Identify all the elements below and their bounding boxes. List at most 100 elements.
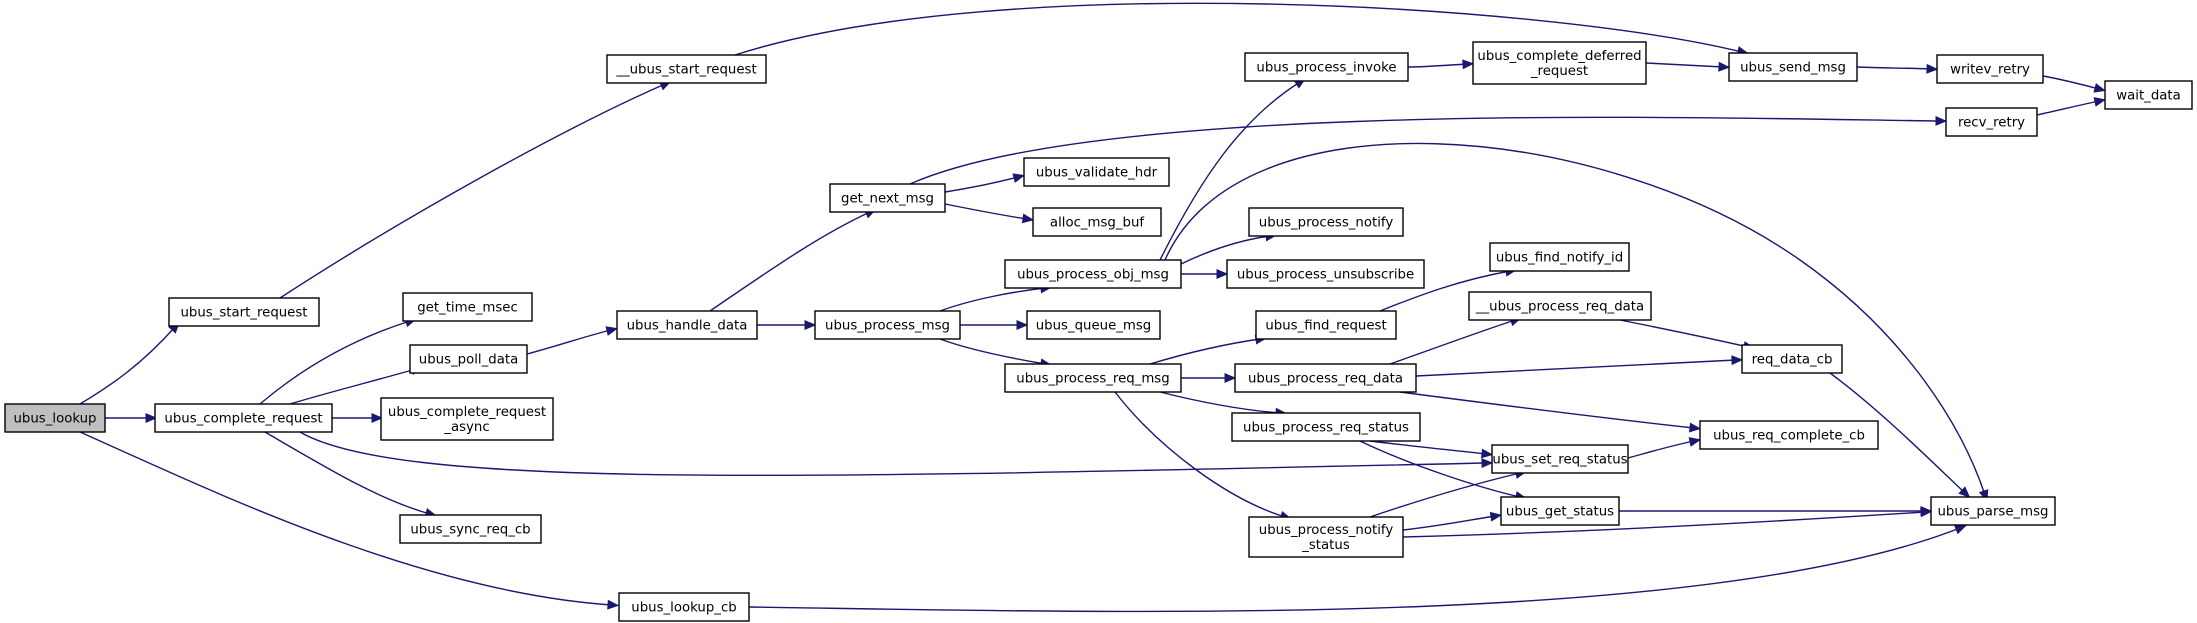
node-box bbox=[606, 54, 767, 84]
edge-line bbox=[939, 287, 1046, 312]
node-box bbox=[1226, 259, 1425, 289]
node-ubus-complete-request[interactable]: ubus_complete_request bbox=[154, 403, 333, 433]
node-label: get_next_msg bbox=[841, 192, 934, 207]
node-ubus-process-notify[interactable]: ubus_process_notify bbox=[1248, 207, 1404, 237]
node-label: req_data_cb bbox=[1752, 353, 1833, 368]
node-ubus-complete-deferred-request[interactable]: ubus_complete_deferred_request bbox=[1472, 41, 1647, 85]
edge-arrowhead bbox=[2093, 97, 2107, 107]
node-ubus-find-notify-id[interactable]: ubus_find_notify_id bbox=[1489, 242, 1630, 272]
node-ubus-req-complete-cb[interactable]: ubus_req_complete_cb bbox=[1699, 420, 1879, 450]
node-ubus-process-unsubscribe[interactable]: ubus_process_unsubscribe bbox=[1226, 259, 1425, 289]
edge-ubus_process_req_msg-to-ubus_find_request bbox=[1149, 334, 1268, 365]
edge-line bbox=[1369, 472, 1521, 518]
edge-__ubus_process_req_data-to-req_data_cb bbox=[1619, 319, 1756, 351]
node-wait-data[interactable]: wait_data bbox=[2104, 80, 2193, 110]
edge-get_next_msg-to-recv_retry bbox=[909, 115, 1948, 185]
edge-line bbox=[299, 431, 1487, 477]
node-ubus-process-msg[interactable]: ubus_process_msg bbox=[814, 310, 961, 340]
node-box bbox=[168, 297, 320, 327]
edge-line bbox=[279, 83, 666, 299]
node-box bbox=[1741, 344, 1843, 374]
node-ubus-process-obj-msg[interactable]: ubus_process_obj_msg bbox=[1004, 259, 1182, 289]
edge-ubus_handle_data-to-get_next_msg bbox=[709, 208, 877, 312]
node-label: ubus_process_req_msg bbox=[1016, 372, 1169, 387]
edge-arrowhead bbox=[1481, 458, 1494, 469]
node-ubus-start-request[interactable]: ubus_start_request bbox=[168, 297, 320, 327]
node-ubus-send-msg[interactable]: ubus_send_msg bbox=[1728, 52, 1858, 82]
node-ubus-lookup-cb[interactable]: ubus_lookup_cb bbox=[618, 592, 750, 622]
edge-line bbox=[709, 211, 871, 312]
node-box bbox=[1234, 363, 1417, 393]
node-req-data-cb[interactable]: req_data_cb bbox=[1741, 344, 1843, 374]
node-ubus-get-status[interactable]: ubus_get_status bbox=[1500, 496, 1620, 526]
node-ubus-handle-data[interactable]: ubus_handle_data bbox=[616, 310, 758, 340]
node-ubus-validate-hdr[interactable]: ubus_validate_hdr bbox=[1023, 157, 1170, 187]
node-get-next-msg[interactable]: get_next_msg bbox=[829, 183, 946, 213]
edge-get_next_msg-to-ubus_validate_hdr bbox=[944, 173, 1026, 193]
edge-arrowhead bbox=[1926, 63, 1939, 74]
node-ubus-sync-req-cb[interactable]: ubus_sync_req_cb bbox=[399, 514, 542, 544]
edge-line bbox=[1389, 319, 1516, 365]
node-label: ubus_handle_data bbox=[627, 319, 748, 334]
edge-line bbox=[1627, 440, 1695, 459]
node-box bbox=[1248, 207, 1404, 237]
edge-line bbox=[1402, 511, 1926, 538]
node-box bbox=[616, 310, 758, 340]
edge-line bbox=[1159, 391, 1281, 414]
node-label: ubus_sync_req_cb bbox=[410, 523, 530, 538]
node-box bbox=[1032, 207, 1162, 237]
node-label: ubus_process_msg bbox=[825, 319, 950, 334]
node-ubus-process-req-status[interactable]: ubus_process_req_status bbox=[1231, 412, 1421, 442]
edge-line bbox=[734, 2, 1743, 56]
node-box bbox=[1936, 54, 2044, 84]
edge-arrowhead bbox=[371, 413, 384, 423]
node-box bbox=[1248, 516, 1404, 558]
edge-arrowhead bbox=[605, 326, 619, 336]
node-label: ubus_process_invoke bbox=[1256, 61, 1396, 76]
node-ubus-poll-data[interactable]: ubus_poll_data bbox=[409, 344, 528, 374]
node-box bbox=[1004, 259, 1182, 289]
edge-arrowhead bbox=[1935, 115, 1948, 126]
node-label: wait_data bbox=[2116, 89, 2181, 104]
edge-arrowhead bbox=[1016, 320, 1029, 330]
node-ubus-parse-msg[interactable]: ubus_parse_msg bbox=[1930, 496, 2056, 526]
edge-arrowhead bbox=[1462, 59, 1475, 70]
node-label: ubus_process_notify bbox=[1259, 216, 1394, 231]
node-recv-retry[interactable]: recv_retry bbox=[1945, 107, 2038, 137]
edge-line bbox=[909, 116, 1941, 185]
node-ubus-set-req-status[interactable]: ubus_set_req_status bbox=[1491, 444, 1629, 474]
node-ubus-process-notify-status[interactable]: ubus_process_notify_status bbox=[1248, 516, 1404, 558]
edge-arrowhead bbox=[1920, 506, 1933, 516]
edge-line bbox=[1114, 391, 1286, 518]
node-ubus-process-req-data[interactable]: ubus_process_req_data bbox=[1234, 363, 1417, 393]
edge-line bbox=[79, 431, 613, 606]
node-ubus-find-request[interactable]: ubus_find_request bbox=[1255, 310, 1397, 340]
edge-ubus_process_invoke-to-ubus_complete_deferred_request bbox=[1407, 59, 1475, 70]
edge-line bbox=[264, 431, 431, 515]
node-writev-retry[interactable]: writev_retry bbox=[1936, 54, 2044, 84]
node-label: get_time_msec bbox=[417, 301, 518, 316]
edge-arrowhead bbox=[1731, 355, 1744, 366]
edge-arrowhead bbox=[804, 320, 817, 330]
node-ubus-process-req-msg[interactable]: ubus_process_req_msg bbox=[1004, 363, 1182, 393]
node-ubus-start-request[interactable]: __ubus_start_request bbox=[606, 54, 767, 84]
edge-line bbox=[748, 527, 1961, 613]
edge-line bbox=[1399, 391, 1695, 429]
node-alloc-msg-buf[interactable]: alloc_msg_buf bbox=[1032, 207, 1162, 237]
edge-line bbox=[526, 329, 612, 355]
node-ubus-queue-msg[interactable]: ubus_queue_msg bbox=[1026, 310, 1161, 340]
edge-line bbox=[1829, 372, 1966, 494]
edge-arrowhead bbox=[1480, 448, 1494, 459]
node-box bbox=[618, 592, 750, 622]
node-label: ubus_parse_msg bbox=[1937, 505, 2048, 520]
node-label: ubus_find_notify_id bbox=[1496, 251, 1623, 266]
edge-line bbox=[1856, 66, 1932, 70]
edge-ubus_poll_data-to-ubus_handle_data bbox=[526, 326, 619, 355]
node-get-time-msec[interactable]: get_time_msec bbox=[402, 292, 533, 322]
edge-line bbox=[1359, 440, 1521, 498]
edge-ubus_process_req_status-to-ubus_set_req_status bbox=[1369, 440, 1494, 459]
edge-ubus_set_req_status-to-ubus_req_complete_cb bbox=[1627, 437, 1702, 459]
node-ubus-process-invoke[interactable]: ubus_process_invoke bbox=[1244, 52, 1409, 82]
node-ubus-process-req-data[interactable]: __ubus_process_req_data bbox=[1468, 291, 1652, 321]
node-ubus-complete-request-async[interactable]: ubus_complete_request_async bbox=[380, 397, 554, 441]
